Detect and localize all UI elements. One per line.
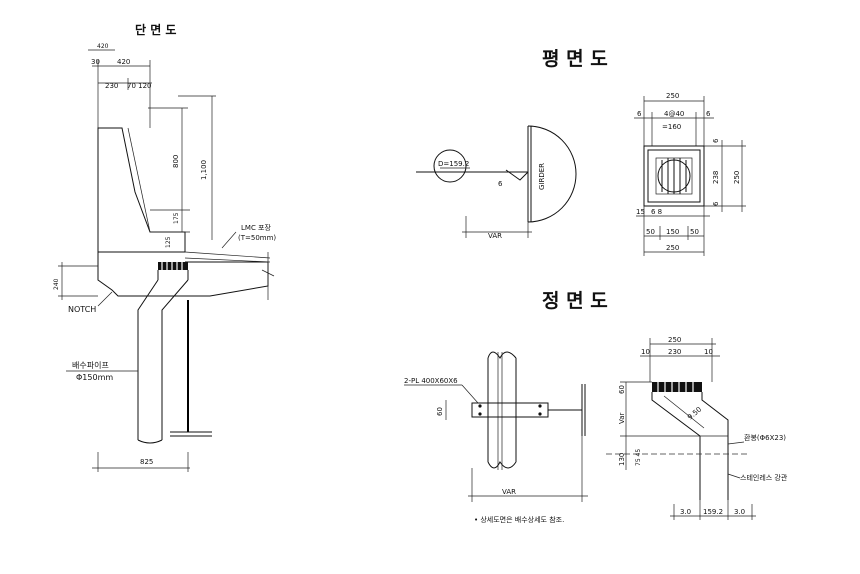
elev-dim-60: 60 bbox=[436, 407, 444, 416]
plan-dim-6-r2: 6 bbox=[712, 201, 720, 206]
plan-dim-160: =160 bbox=[662, 123, 681, 131]
plan-dim-250-bottom: 250 bbox=[666, 244, 679, 252]
footnote: • 상세도면은 배수상세도 참조. bbox=[474, 515, 564, 524]
plan-dim-15: 15 bbox=[636, 208, 645, 216]
elev-pl-label: 2-PL 400X60X6 bbox=[404, 377, 458, 385]
plan-dim-6-8: 6 8 bbox=[651, 208, 662, 216]
section-dim-125: 125 bbox=[165, 236, 172, 248]
plan-dia-label: D=159.2 bbox=[438, 160, 469, 168]
pipe-diameter: Φ150mm bbox=[76, 373, 113, 382]
section-dim-30: 30 bbox=[91, 58, 100, 66]
elev-dim-slope: 9.50 bbox=[686, 405, 703, 421]
section-dim-800: 800 bbox=[172, 155, 180, 168]
lmc-label: LMC 포장 bbox=[241, 223, 271, 232]
plan-girder-label: GIRDER bbox=[538, 163, 546, 190]
plan-dim-6-b: 6 bbox=[706, 110, 711, 118]
plan-dim-238: 238 bbox=[712, 171, 720, 184]
section-title: 단 면 도 bbox=[135, 22, 176, 37]
plan-dim-150: 150 bbox=[666, 228, 679, 236]
section-dim-420: 420 bbox=[117, 58, 130, 66]
plan-var: VAR bbox=[488, 232, 502, 240]
plan-dim-50-b: 50 bbox=[690, 228, 699, 236]
elevation-view: 2-PL 400X60X6 60 VAR 250 10 230 10 bbox=[404, 336, 788, 520]
elev-dim-130: 130 bbox=[618, 453, 626, 466]
elevation-title: 정 면 도 bbox=[542, 290, 608, 312]
plan-dim-4at40: 4@40 bbox=[664, 110, 684, 118]
elev-dim-3-a: 3.0 bbox=[680, 508, 691, 516]
lmc-thickness: (T=50mm) bbox=[238, 234, 276, 242]
plan-dim-250-r: 250 bbox=[733, 171, 741, 184]
pipe-label: 배수파이프 bbox=[72, 360, 109, 370]
section-dim-825: 825 bbox=[140, 458, 153, 466]
section-dim-1100: 1,100 bbox=[200, 160, 208, 180]
elev-dim-250: 250 bbox=[668, 336, 681, 344]
plan-view: D=159.2 6 GIRDER VAR 250 6 4@40 =160 6 bbox=[416, 92, 746, 256]
stainless-label: 스테인레스 강관 bbox=[740, 473, 788, 482]
elev-dim-3-b: 3.0 bbox=[734, 508, 745, 516]
rebar-label: 환봉(Φ6X23) bbox=[744, 433, 786, 442]
plan-dim-6-a: 6 bbox=[637, 110, 642, 118]
elev-dim-10-b: 10 bbox=[704, 348, 713, 356]
elev-dim-10-a: 10 bbox=[641, 348, 650, 356]
section-dim-240: 240 bbox=[53, 278, 60, 290]
section-dim-230: 230 bbox=[105, 82, 118, 90]
elev-dim-230: 230 bbox=[668, 348, 681, 356]
section-dim-70-120: 70 120 bbox=[127, 82, 152, 90]
plan-dim-6-r: 6 bbox=[712, 138, 720, 143]
elev-dim-159: 159.2 bbox=[703, 508, 723, 516]
notch-label: NOTCH bbox=[68, 305, 96, 314]
plan-dim-50-a: 50 bbox=[646, 228, 655, 236]
section-dim-175: 175 bbox=[173, 212, 180, 224]
section-view: 420 30 420 230 70 120 800 1,100 175 125 … bbox=[53, 43, 276, 472]
plan-dim-250-top: 250 bbox=[666, 92, 679, 100]
plan-dim-6: 6 bbox=[498, 180, 503, 188]
section-dim-top-small: 420 bbox=[97, 43, 109, 50]
plan-title: 평 면 도 bbox=[542, 48, 608, 70]
elev-var: VAR bbox=[502, 488, 516, 496]
elev-dim-75-45: 75 45 bbox=[635, 449, 642, 466]
elev-dim-60-v: 60 bbox=[618, 385, 626, 394]
elev-var-v: Var bbox=[618, 412, 626, 424]
